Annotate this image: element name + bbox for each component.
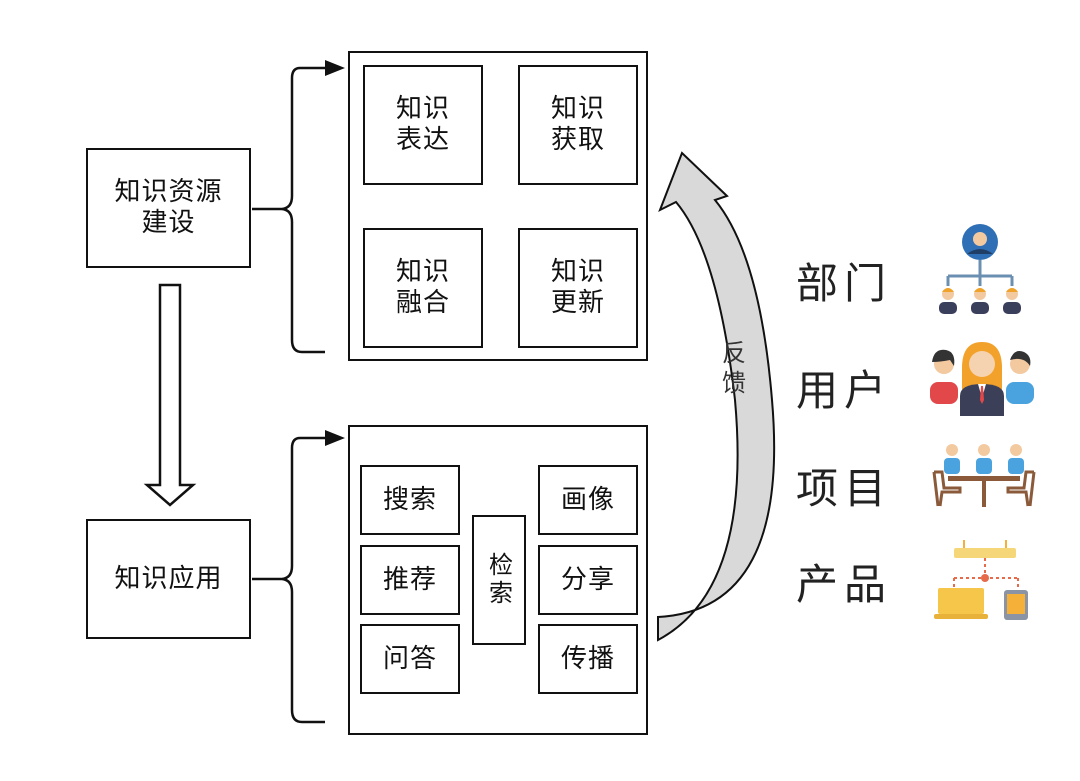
application-node: 知识应用 [86,519,251,639]
retrieval-label: 检索 [484,552,513,608]
portrait-label: 画像 [560,484,615,515]
retrieval-node: 检索 [472,515,526,645]
share-label: 分享 [560,564,615,595]
org-chart-icon [939,224,1021,314]
recommend-label: 推荐 [382,564,437,595]
down-arrow [143,283,197,507]
feedback-arrow [657,151,776,642]
top-brace [252,66,325,354]
share-node: 分享 [538,545,638,615]
users-group-icon [930,342,1034,416]
meeting-table-icon [932,444,1036,507]
acquisition-label: 知识 获取 [550,94,605,155]
qa-node: 问答 [360,624,460,694]
top-brace-arrowhead [325,60,345,76]
category-label-dept: 部门 [796,259,893,308]
qa-label: 问答 [382,643,437,674]
devices-network-icon [934,540,1028,620]
recommend-node: 推荐 [360,545,460,615]
category-label-product: 产品 [796,560,893,609]
bottom-brace-arrowhead [325,430,345,446]
search-node: 搜索 [360,465,460,535]
search-label: 搜索 [382,484,437,515]
fusion-label: 知识 融合 [395,257,450,318]
portrait-node: 画像 [538,465,638,535]
category-label-project: 项目 [796,464,893,513]
update-node: 知识 更新 [518,228,638,348]
feedback-label: 反 馈 [722,339,746,397]
acquisition-node: 知识 获取 [518,65,638,185]
category-label-user: 用户 [796,366,893,415]
fusion-node: 知识 融合 [363,228,483,348]
spread-node: 传播 [538,624,638,694]
expression-label: 知识 表达 [395,94,450,155]
expression-node: 知识 表达 [363,65,483,185]
update-label: 知识 更新 [550,257,605,318]
spread-label: 传播 [560,643,615,674]
resource-build-label: 知识资源 建设 [114,177,223,238]
bottom-brace [252,436,325,724]
application-label: 知识应用 [114,563,223,594]
resource-build-node: 知识资源 建设 [86,148,251,268]
